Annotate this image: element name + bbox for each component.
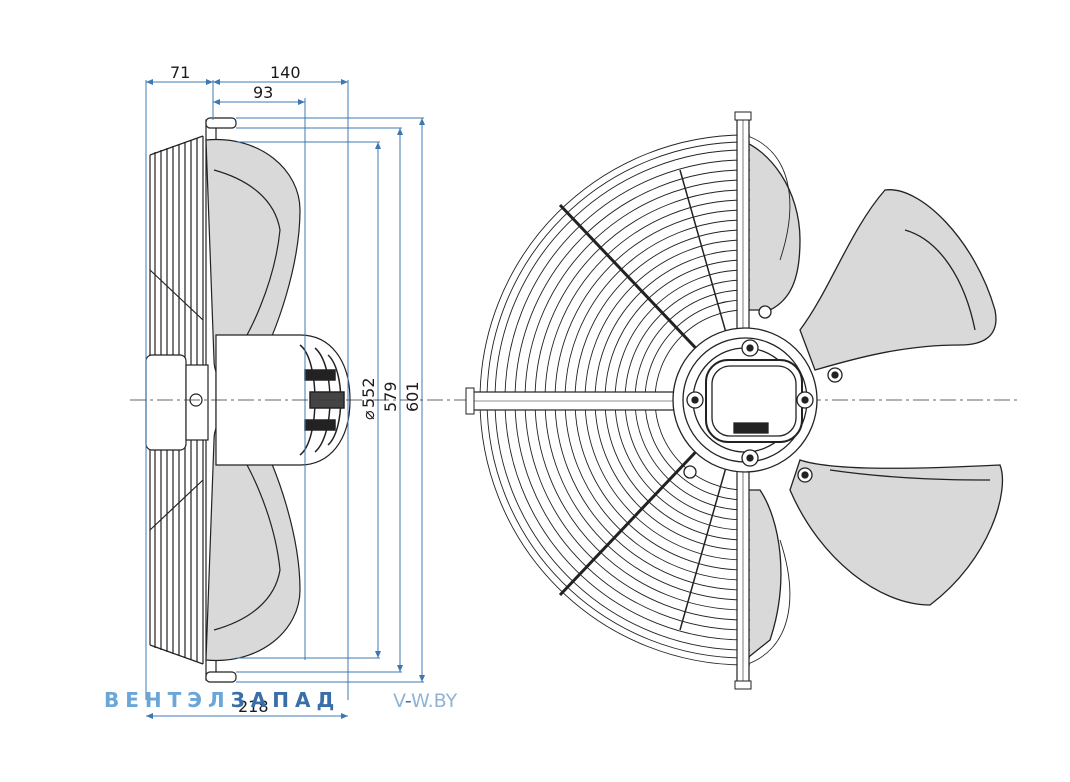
terminal-box bbox=[145, 354, 187, 451]
front-view bbox=[465, 111, 1004, 690]
site-part2: W.BY bbox=[410, 690, 458, 712]
nameplate bbox=[733, 422, 769, 434]
dim-label-579: 579 bbox=[381, 381, 400, 412]
brand-part1: ВЕНТЭЛ bbox=[104, 688, 231, 712]
brand-part2: ЗАПАД bbox=[230, 688, 341, 712]
dim-label-552: 552 bbox=[359, 377, 378, 408]
blade-lower-right bbox=[789, 459, 1004, 606]
site-part1: V bbox=[393, 690, 405, 712]
brand-watermark: ВЕНТЭЛЗАПАД bbox=[104, 688, 340, 712]
site-watermark: V-W.BY bbox=[393, 690, 457, 712]
diameter-symbol: ⌀ bbox=[359, 410, 378, 420]
dim-label-93: 93 bbox=[253, 83, 273, 102]
guard-right-arcs bbox=[744, 134, 791, 666]
blade-bottom bbox=[744, 489, 782, 662]
dim-label-218: 218 bbox=[238, 697, 269, 716]
site-dash: - bbox=[404, 690, 411, 712]
side-view bbox=[145, 117, 351, 683]
dimension-arrows bbox=[146, 79, 425, 719]
hub bbox=[672, 305, 843, 483]
dim-label-140: 140 bbox=[270, 63, 301, 82]
dim-label-71: 71 bbox=[170, 63, 190, 82]
blade-upper-right bbox=[799, 189, 997, 371]
front-blades bbox=[739, 139, 1004, 662]
dim-label-601: 601 bbox=[403, 381, 422, 412]
blade-top bbox=[739, 139, 801, 311]
